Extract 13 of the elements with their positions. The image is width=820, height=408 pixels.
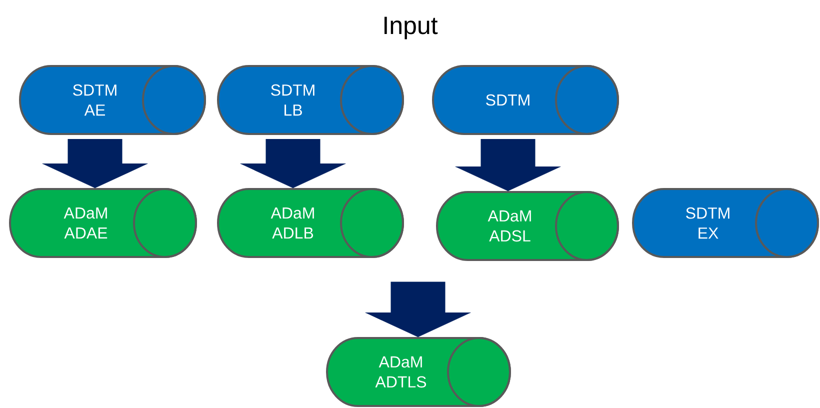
cylinder: ADaM ADTLS <box>326 337 511 407</box>
block-arrow <box>366 282 470 338</box>
block-arrow <box>456 138 560 192</box>
cylinder: SDTM AE <box>19 65 206 135</box>
cylinder: ADaM ADAE <box>9 188 197 258</box>
block-arrow <box>240 138 346 188</box>
cylinder: ADaM ADLB <box>217 188 404 258</box>
title: Input <box>384 16 438 40</box>
cylinder: SDTM EX <box>632 188 819 258</box>
cylinder: SDTM LB <box>217 65 404 135</box>
cylinder: SDTM <box>432 65 619 135</box>
block-arrow <box>42 138 148 188</box>
cylinder: ADaM ADSL <box>436 191 619 261</box>
